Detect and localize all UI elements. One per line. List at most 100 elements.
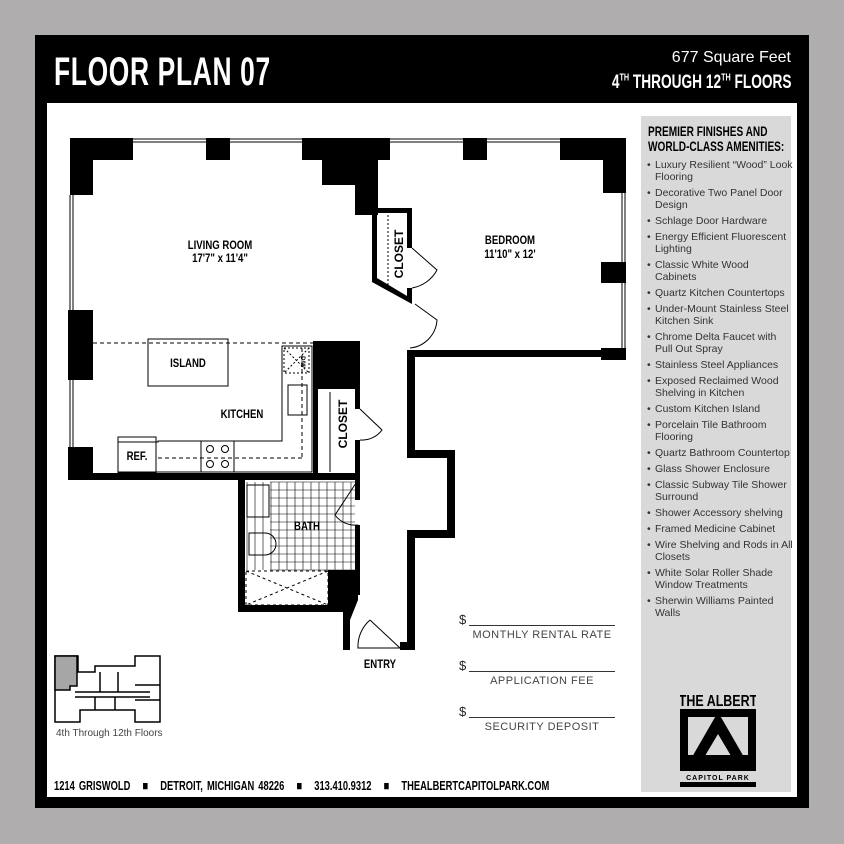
wall	[313, 389, 318, 475]
closet-bedroom-label: CLOSET	[392, 229, 406, 278]
kitchen-island	[147, 338, 229, 387]
dishwasher	[283, 347, 310, 374]
floor-to-suffix: TH	[720, 72, 731, 84]
wall-column	[313, 341, 360, 389]
bedroom-label: BEDROOM	[485, 234, 535, 247]
wall-top-right-corner	[560, 138, 626, 193]
key-plan-highlight	[54, 655, 78, 691]
key-plan	[54, 655, 161, 723]
wall-pier	[68, 310, 93, 380]
fill-line	[469, 671, 615, 672]
entry-door	[357, 619, 402, 649]
currency-sign: $	[459, 658, 467, 673]
wall	[410, 350, 626, 357]
fee-label: SECURITY DEPOSIT	[484, 721, 600, 733]
dishwasher-label: D/W	[299, 356, 305, 368]
wall-pier	[463, 138, 487, 160]
fee-label: MONTHLY RENTAL RATE	[472, 629, 612, 641]
wall	[238, 478, 358, 650]
currency-sign: $	[459, 704, 467, 719]
amenity-item: Chrome Delta Faucet with Pull Out Spray	[647, 331, 793, 355]
cooktop	[200, 440, 235, 473]
amenity-item: Energy Efficient Fluorescent Lighting	[647, 231, 793, 255]
amenity-item: Porcelain Tile Bathroom Flooring	[647, 419, 793, 443]
separator: ■	[383, 778, 390, 793]
floor-from-suffix: TH	[618, 72, 629, 84]
amenity-item: Classic Subway Tile Shower Surround	[647, 479, 793, 503]
toilet	[248, 532, 277, 556]
bath-label: BATH	[294, 520, 320, 533]
wall	[400, 350, 455, 650]
heading-line: WORLD-CLASS AMENITIES:	[648, 138, 785, 154]
square-feet: 677 Square Feet	[671, 49, 791, 66]
wall-top-left-corner	[70, 138, 133, 195]
entry-label: ENTRY	[364, 658, 397, 671]
bedroom-size: 11'10" x 12'	[484, 248, 536, 261]
floor-from: 4	[611, 72, 619, 93]
closet-hall-label: CLOSET	[336, 399, 350, 448]
amenity-item: Stainless Steel Appliances	[647, 359, 793, 371]
amenity-item: Shower Accessory shelving	[647, 507, 793, 519]
ref-label: REF.	[127, 450, 148, 463]
amenity-item: Decorative Two Panel Door Design	[647, 187, 793, 211]
wall	[68, 473, 360, 480]
amenity-item: Glass Shower Enclosure	[647, 463, 793, 475]
footer-city: DETROIT, MICHIGAN 48226	[160, 778, 285, 793]
amenity-item: Wire Shelving and Rods in All Closets	[647, 539, 793, 563]
wall	[355, 525, 360, 595]
fill-line	[469, 625, 615, 626]
wall-pier	[601, 262, 626, 283]
separator: ■	[296, 778, 303, 793]
kitchen-counter	[117, 345, 313, 473]
footer-address: 1214 GRISWOLD	[54, 778, 131, 793]
key-plan-caption: 4th Through 12th Floors	[56, 728, 163, 739]
separator: ■	[142, 778, 149, 793]
wall-pier	[206, 138, 230, 160]
amenity-item: Custom Kitchen Island	[647, 403, 793, 415]
bath-door	[334, 479, 359, 526]
wall-pier-center	[302, 138, 390, 215]
bath-sink	[246, 484, 270, 518]
kitchen-label: KITCHEN	[221, 408, 264, 421]
floor-to: 12	[705, 72, 721, 93]
wall	[372, 208, 412, 304]
refrigerator	[117, 436, 157, 474]
amenity-item: Quartz Kitchen Countertops	[647, 287, 793, 299]
bath-tile-grid	[246, 481, 355, 571]
the-albert-logo: THE ALBERT CAPITOL PARK	[680, 693, 756, 787]
through-label: THROUGH	[632, 72, 702, 93]
island-label: ISLAND	[170, 357, 206, 370]
living-room-size: 17'7" x 11'4"	[192, 252, 248, 265]
amenity-item: White Solar Roller Shade Window Treatmen…	[647, 567, 793, 591]
amenities-list: Luxury Resilient “Wood” Look FlooringDec…	[647, 159, 793, 623]
closet-door	[411, 247, 438, 289]
amenity-item: Sherwin Williams Painted Walls	[647, 595, 793, 619]
amenity-item: Classic White Wood Cabinets	[647, 259, 793, 283]
amenity-item: Exposed Reclaimed Wood Shelving in Kitch…	[647, 375, 793, 399]
logo-subtext: CAPITOL PARK	[686, 775, 750, 782]
footer: 1214 GRISWOLD ■ DETROIT, MICHIGAN 48226 …	[54, 778, 549, 793]
floors-range: 4TH THROUGH 12TH FLOORS	[611, 72, 791, 94]
footer-phone[interactable]: 313.410.9312	[314, 778, 372, 793]
wall	[355, 389, 360, 409]
currency-sign: $	[459, 612, 467, 627]
living-room-label: LIVING ROOM	[188, 239, 252, 252]
page-title: FLOOR PLAN 07	[54, 50, 271, 94]
floors-label: FLOORS	[733, 72, 791, 93]
fee-label: APPLICATION FEE	[490, 675, 594, 687]
heading-line: PREMIER FINISHES AND	[648, 123, 768, 139]
wall	[355, 480, 360, 500]
shower	[245, 570, 329, 606]
amenity-item: Luxury Resilient “Wood” Look Flooring	[647, 159, 793, 183]
fill-line	[469, 717, 615, 718]
amenity-item: Quartz Bathroom Countertop	[647, 447, 793, 459]
bedroom-door	[409, 303, 438, 349]
logo-text: THE ALBERT	[680, 693, 756, 711]
amenity-item: Under-Mount Stainless Steel Kitchen Sink	[647, 303, 793, 327]
footer-website-link[interactable]: THEALBERTCAPITOLPARK.COM	[401, 778, 550, 793]
amenity-item: Framed Medicine Cabinet	[647, 523, 793, 535]
kitchen-sink	[287, 384, 308, 416]
